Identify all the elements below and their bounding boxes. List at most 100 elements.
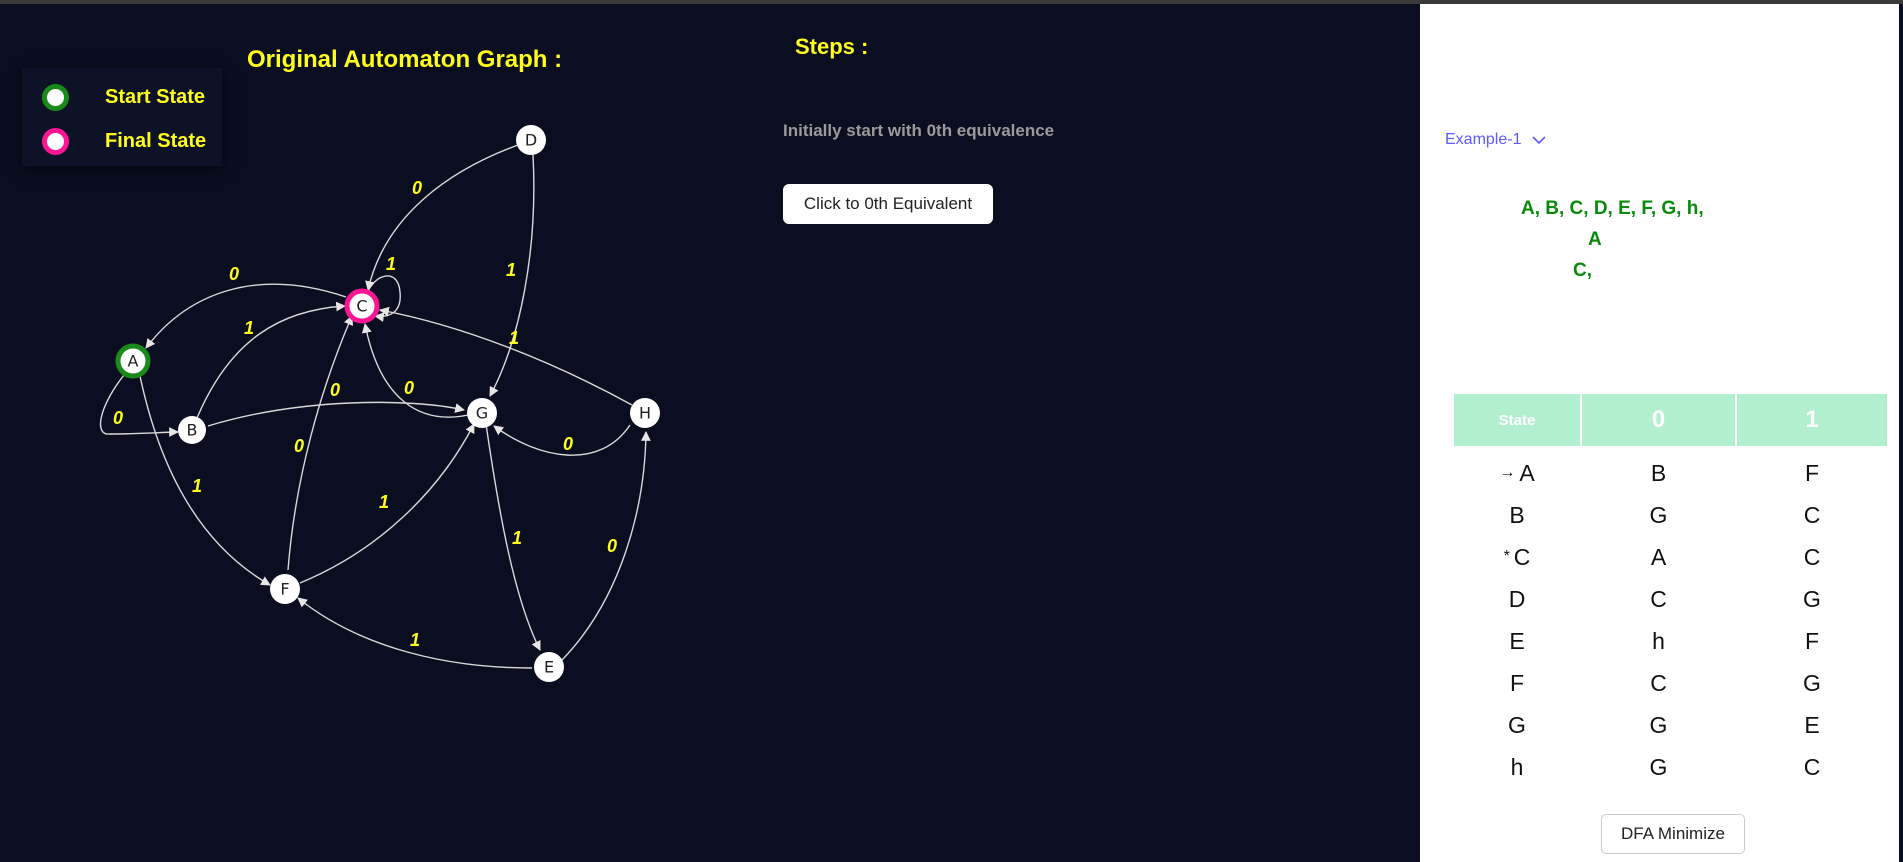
state-node-h[interactable]: H <box>630 398 660 428</box>
state-node-a[interactable]: A <box>115 343 151 379</box>
table-cell-one: C <box>1803 753 1821 780</box>
table-cell-zero: C <box>1650 585 1667 612</box>
graph-title: Original Automaton Graph : <box>247 46 563 73</box>
table-cell-state: F <box>1454 662 1580 704</box>
edge-label: 0 <box>404 378 414 398</box>
state-node-b[interactable]: B <box>178 416 206 444</box>
table-state-label: A <box>1519 459 1535 486</box>
start-arrow-icon: → <box>1499 464 1516 481</box>
edge-g-c <box>361 323 469 418</box>
table-cell-state: E <box>1454 620 1580 662</box>
table-cell-zero: B <box>1650 459 1667 486</box>
steps-title: Steps : <box>795 34 869 59</box>
edge-label: 1 <box>244 318 254 338</box>
edge-b-g <box>207 401 465 427</box>
state-label: C <box>356 297 367 316</box>
table-cell-one: G <box>1803 585 1821 612</box>
state-node-e[interactable]: E <box>534 652 564 682</box>
state-label: H <box>639 404 651 423</box>
state-node-d[interactable]: D <box>516 125 546 155</box>
window-top-bar <box>0 0 1903 4</box>
table-header-0: 0 <box>1582 394 1735 446</box>
zeroth-equivalent-button[interactable]: Click to 0th Equivalent <box>783 184 993 224</box>
legend: Start State Final State <box>22 68 222 166</box>
edge-e-h <box>561 431 651 661</box>
table-cell-state: h <box>1454 746 1580 788</box>
final-star-icon: * <box>1503 548 1510 565</box>
group-line: A <box>1588 229 1602 250</box>
chevron-down-icon <box>1532 136 1547 145</box>
edge-label: 0 <box>330 380 340 400</box>
edge-label: 1 <box>410 630 420 650</box>
edge-label: 1 <box>506 260 516 280</box>
group-line: A, B, C, D, E, F, G, h, <box>1521 198 1704 219</box>
final-state-icon <box>42 127 69 155</box>
edge-label: 0 <box>113 408 123 428</box>
edge-label: 1 <box>379 492 389 512</box>
legend-final-state: Final State <box>42 126 206 156</box>
edge-label: 0 <box>412 178 422 198</box>
group-line: C, <box>1573 260 1592 281</box>
table-state-label: C <box>1513 543 1531 570</box>
table-state-label: E <box>1509 627 1525 654</box>
edge-f-g <box>299 423 475 584</box>
edge-g-e <box>485 423 541 651</box>
edge-label: 1 <box>509 328 519 348</box>
edge-h-g <box>493 424 631 456</box>
table-header-state: State <box>1454 394 1580 446</box>
table-cell-zero: h <box>1652 627 1665 654</box>
table-cell-one: F <box>1804 459 1820 486</box>
table-state-label: h <box>1510 753 1524 780</box>
steps-note: Initially start with 0th equivalence <box>783 121 1055 140</box>
table-state-label: D <box>1508 585 1526 612</box>
table-state-label: B <box>1509 501 1525 528</box>
table-state-label: F <box>1509 669 1525 696</box>
table-cell-zero: G <box>1649 501 1668 528</box>
edge-label: 1 <box>512 528 522 548</box>
legend-start-state: Start State <box>42 82 205 112</box>
table-cell-zero: A <box>1650 543 1667 570</box>
state-label: D <box>525 131 537 150</box>
start-state-icon <box>42 83 69 111</box>
edge-label: 0 <box>563 434 573 454</box>
table-cell-state: →A <box>1454 452 1580 494</box>
edge-c-a <box>145 283 347 349</box>
table-cell-zero: G <box>1649 753 1668 780</box>
table-cell-one: G <box>1803 669 1821 696</box>
legend-label: Final State <box>105 129 207 152</box>
edge-d-g <box>489 154 535 397</box>
state-label: A <box>128 352 139 371</box>
edge-label: 1 <box>386 254 396 274</box>
right-edge <box>1899 4 1903 862</box>
example-dropdown[interactable]: Example-1 <box>1445 131 1547 149</box>
state-node-c[interactable]: C <box>344 288 380 324</box>
edge-label: 1 <box>192 476 202 496</box>
legend-label: Start State <box>105 85 206 108</box>
edge-a-b <box>99 374 179 437</box>
edge-label: 0 <box>294 436 304 456</box>
table-cell-zero: C <box>1650 669 1667 696</box>
dfa-minimize-button[interactable]: DFA Minimize <box>1601 814 1745 854</box>
edge-d-c <box>365 144 519 291</box>
table-cell-state: D <box>1454 578 1580 620</box>
table-cell-one: C <box>1803 501 1821 528</box>
table-cell-state: *C <box>1454 536 1580 578</box>
table-cell-one: F <box>1804 627 1820 654</box>
state-label: E <box>544 658 554 677</box>
state-node-f[interactable]: F <box>270 574 300 604</box>
edge-label: 0 <box>229 264 239 284</box>
edge-b-c <box>196 301 346 419</box>
graph-panel <box>0 4 1420 862</box>
edge-a-f <box>139 375 271 586</box>
table-cell-one: C <box>1803 543 1821 570</box>
state-node-g[interactable]: G <box>467 398 497 428</box>
table-cell-zero: G <box>1649 711 1668 738</box>
table-header-1: 1 <box>1737 394 1887 446</box>
example-label: Example-1 <box>1445 131 1522 148</box>
table-cell-state: G <box>1454 704 1580 746</box>
table-cell-state: B <box>1454 494 1580 536</box>
edge-label: 0 <box>607 536 617 556</box>
automaton-graph: 0 1 0 1 0 1 0 1 0 1 0 1 0 1 0 1 A B C D <box>99 125 660 682</box>
table-state-label: G <box>1508 711 1526 738</box>
edge-e-f <box>297 597 533 669</box>
